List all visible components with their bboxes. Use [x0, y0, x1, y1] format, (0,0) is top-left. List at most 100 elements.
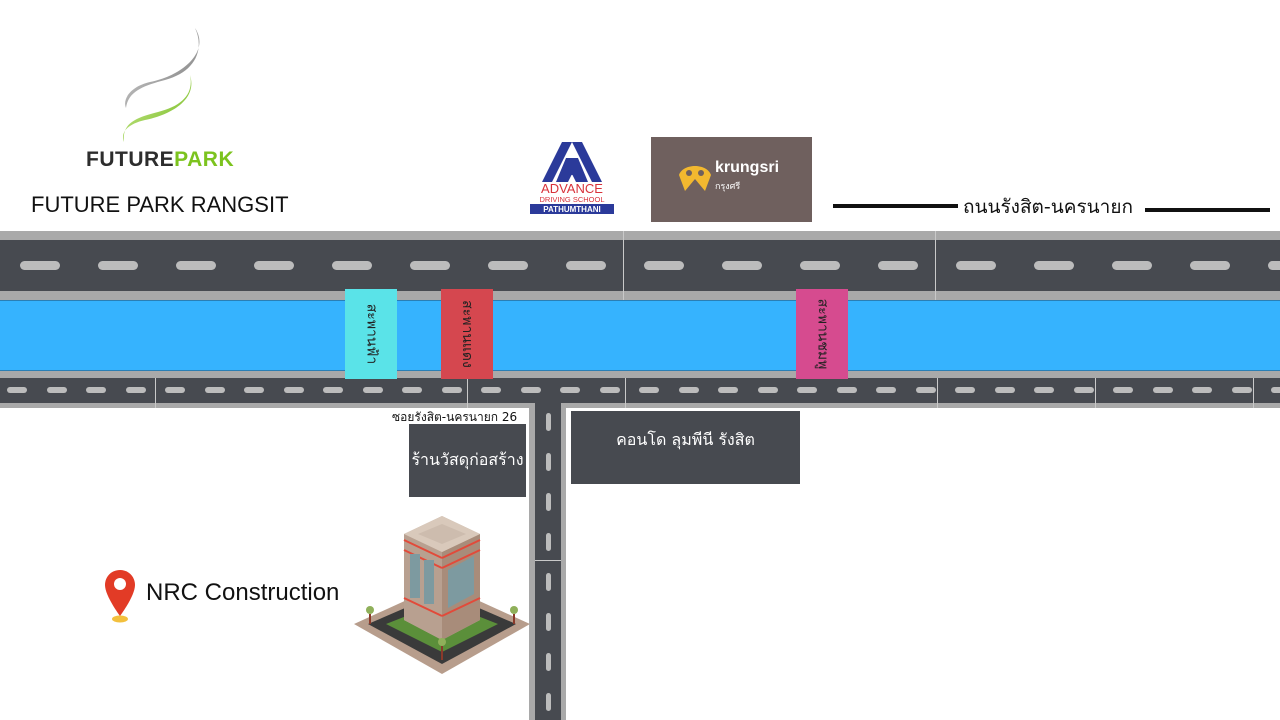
canal [0, 300, 1280, 371]
lane-dash [546, 533, 551, 551]
lane-dash [560, 387, 580, 393]
frontage-curb-top [0, 371, 1280, 378]
lane-dash [323, 387, 343, 393]
side-road-curb-left [529, 403, 535, 720]
lane-dash [599, 387, 620, 393]
lane-dash [836, 387, 857, 393]
krungsri-thai-name: กรุงศรี [715, 182, 741, 192]
lane-dash [98, 261, 138, 270]
road-seam [155, 378, 156, 408]
krungsri-logo: krungsri กรุงศรี [651, 137, 812, 222]
main-road-name: ถนนรังสิต-นครนายก [963, 196, 1133, 218]
road-seam [1253, 378, 1254, 408]
lane-dash [1271, 387, 1280, 393]
frontage-curb-bottom [0, 403, 1280, 408]
lane-dash [878, 261, 918, 270]
top-curb [0, 231, 1280, 240]
lane-dash [546, 613, 551, 631]
bridge-pink: สะพานชมพู [796, 289, 848, 379]
office-building-icon [354, 516, 530, 674]
future-park-wordmark: FUTUREPARK [86, 148, 234, 172]
construction-materials-shop: ร้านวัสดุก่อสร้าง [409, 424, 526, 497]
driving-school-text: DRIVING SCHOOL [539, 195, 604, 204]
road-name-line-right [1145, 208, 1270, 212]
lane-dash [1073, 387, 1094, 393]
lane-dash [204, 387, 225, 393]
lane-dash [546, 413, 551, 431]
lane-dash [546, 573, 551, 591]
lane-dash [1034, 261, 1074, 270]
bridge-label: สะพานแดง [459, 300, 475, 368]
destination-label: NRC Construction [146, 579, 340, 606]
bridge-label: สะพานชมพู [814, 298, 830, 370]
lane-dash [283, 387, 304, 393]
lane-dash [402, 387, 422, 393]
lane-dash [165, 387, 185, 393]
road-seam [623, 231, 624, 300]
lane-dash [1034, 387, 1054, 393]
lane-dash [994, 387, 1015, 393]
lane-dash [1152, 387, 1173, 393]
lane-dash [546, 693, 551, 711]
lane-dash [125, 387, 146, 393]
lane-dash [546, 453, 551, 471]
krungsri-emblem-icon [679, 166, 711, 191]
lane-dash [254, 261, 294, 270]
lane-dash [955, 387, 975, 393]
lane-dash [244, 387, 264, 393]
lane-dash [488, 261, 528, 270]
wordmark-park: PARK [174, 148, 235, 171]
lane-dash [1268, 261, 1280, 270]
lane-dash [1113, 387, 1133, 393]
map-pin-icon [105, 570, 135, 623]
lane-dash [639, 387, 659, 393]
lane-dash [1231, 387, 1252, 393]
wordmark-future: FUTURE [86, 148, 175, 171]
krungsri-name: krungsri [715, 159, 780, 176]
road-seam [1095, 378, 1096, 408]
mid-curb [0, 291, 1280, 300]
road-seam [937, 378, 938, 408]
lane-dash [441, 387, 462, 393]
lane-dash [678, 387, 699, 393]
advance-driving-school-logo-icon: ADVANCE DRIVING SCHOOL PATHUMTHANI [530, 142, 614, 214]
advance-text: ADVANCE [541, 181, 603, 196]
pathumthani-text: PATHUMTHANI [543, 205, 600, 214]
lane-dash [797, 387, 817, 393]
lane-dash [644, 261, 684, 270]
lane-dash [876, 387, 896, 393]
side-road [535, 403, 561, 720]
lane-dash [546, 493, 551, 511]
lane-dash [520, 387, 541, 393]
future-park-logo-icon [122, 28, 200, 142]
lane-dash [176, 261, 216, 270]
lane-dash [915, 387, 936, 393]
lane-dash [410, 261, 450, 270]
lane-dash [332, 261, 372, 270]
road-seam [935, 231, 936, 300]
side-road-name: ซอยรังสิต-นครนายก 26 [392, 410, 518, 424]
road-name-line-left [833, 204, 958, 208]
lane-dash [86, 387, 106, 393]
lumpini-condo: คอนโด ลุมพีนี รังสิต [571, 411, 800, 484]
lane-dash [956, 261, 996, 270]
future-park-title: FUTURE PARK RANGSIT [31, 192, 289, 217]
bridge-sky-blue: สะพานฟ้า [345, 289, 397, 379]
lane-dash [546, 653, 551, 671]
lane-dash [757, 387, 778, 393]
lane-dash [1190, 261, 1230, 270]
road-seam [625, 378, 626, 408]
lane-dash [362, 387, 383, 393]
bridge-red: สะพานแดง [441, 289, 493, 379]
lane-dash [800, 261, 840, 270]
lane-dash [20, 261, 60, 270]
lane-dash [566, 261, 606, 270]
lane-dash [722, 261, 762, 270]
lane-dash [481, 387, 501, 393]
side-road-seam [535, 560, 561, 561]
lane-dash [1192, 387, 1212, 393]
lane-dash [718, 387, 738, 393]
lane-dash [1112, 261, 1152, 270]
road-seam [467, 378, 468, 408]
lane-dash [7, 387, 27, 393]
